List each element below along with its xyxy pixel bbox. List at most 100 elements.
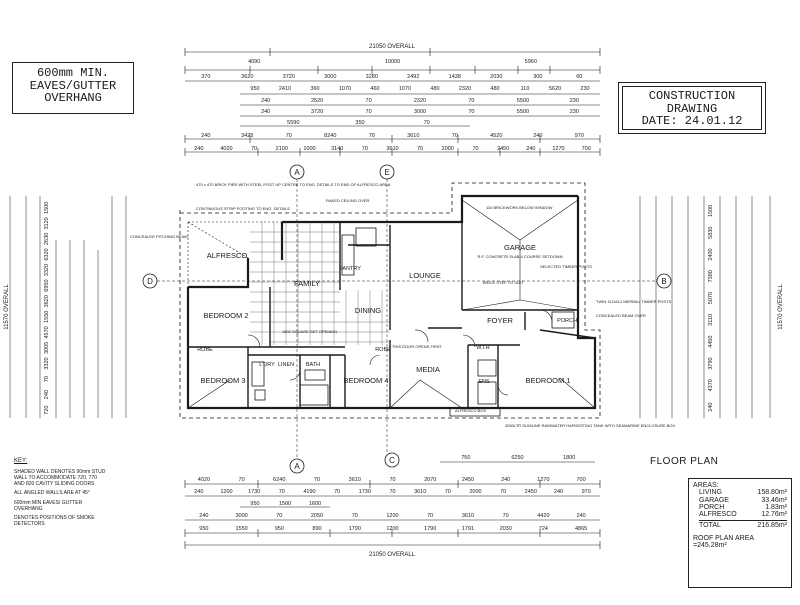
dimension-top-row8: 2450 xyxy=(497,146,509,152)
room-bedroom3: BEDROOM 3 xyxy=(200,376,245,385)
construction-drawing-stamp: CONSTRUCTION DRAWING DATE: 24.01.12 xyxy=(618,82,766,134)
dimension-right-cols: 3790 xyxy=(708,357,714,369)
key-item: ALL ANGLED WALLS ARE AT 45° xyxy=(14,490,90,497)
dimension-bottom-row3: 1500 xyxy=(279,501,291,507)
dimension-top-row5: 5500 xyxy=(517,109,529,115)
dimension-top-row3: 1070 xyxy=(399,86,411,92)
dimension-bottom-row2: 240 xyxy=(554,489,563,495)
dimension-bottom-row4: 4420 xyxy=(537,513,549,519)
dimension-bottom-row2: 1200 xyxy=(220,489,232,495)
dimension-top-row2: 300 xyxy=(533,74,542,80)
dimension-left-cols: 3320 xyxy=(44,357,50,369)
selected-timber-note: SELECTED TIMBER POSTS xyxy=(540,264,592,269)
dimension-bottom-row1: 240 xyxy=(501,477,510,483)
area-value: 158.80m² xyxy=(757,489,787,497)
dimension-right-cols: 5070 xyxy=(708,292,714,304)
dimension-top-row2: 3280 xyxy=(366,74,378,80)
room-media: MEDIA xyxy=(416,365,440,374)
area-label: PORCH xyxy=(699,504,725,512)
dimension-top-row5: 240 xyxy=(261,109,270,115)
dimension-top-row8: 70 xyxy=(251,146,257,152)
fixtures xyxy=(251,227,575,417)
dimension-left-cols: 6950 xyxy=(44,279,50,291)
dimension-top-row7: 70 xyxy=(452,133,458,139)
area-label: LIVING xyxy=(699,489,722,497)
dimension-left-cols: 70 xyxy=(44,376,50,382)
area-row-alfresco: ALFRESCO 12.76m² xyxy=(699,511,787,518)
dimension-bottom-row1: 3610 xyxy=(349,477,361,483)
dimension-bottom-row5: 4865 xyxy=(575,526,587,532)
left-dimension-lines xyxy=(9,196,127,418)
grid-lines xyxy=(157,179,657,459)
dimension-top-row7: 970 xyxy=(575,133,584,139)
room-family: FAMILY xyxy=(294,279,320,288)
room-robe-2: ROBE xyxy=(375,347,391,353)
dimension-top-row5: 3000 xyxy=(414,109,426,115)
strip-footing-note: CONTINUOUS STRIP FOOTING TO ENG. DETAILS xyxy=(196,206,290,211)
dimension-top-row8: 240 xyxy=(526,146,535,152)
dimension-right-cols: 4370 xyxy=(708,379,714,391)
floor-plan-title: FLOOR PLAN xyxy=(650,456,719,467)
room-bath: BATH xyxy=(306,362,320,368)
dimension-left-cols: 1500 xyxy=(44,202,50,214)
dimension-top-row7: 70 xyxy=(369,133,375,139)
dimension-top-row8: 2100 xyxy=(276,146,288,152)
dimension-top-row4: 230 xyxy=(570,98,579,104)
dimension-top-row4: 70 xyxy=(468,98,474,104)
dimension-bottom-row5: 950 xyxy=(275,526,284,532)
dimension-bottom-row2: 1730 xyxy=(359,489,371,495)
dimension-bottom-row4: 3610 xyxy=(462,513,474,519)
dimension-top-row8: 70 xyxy=(362,146,368,152)
area-value: 1.83m² xyxy=(765,504,787,512)
room-porch: PORCH xyxy=(557,318,577,324)
dimension-top-row2: 3720 xyxy=(283,74,295,80)
room-ens: ENS xyxy=(478,379,490,385)
marker-b-right: B xyxy=(661,277,666,286)
tile-grid xyxy=(250,222,390,345)
roof-plan-area-label: ROOF PLAN AREA xyxy=(693,535,755,543)
dimension-left-cols: 3120 xyxy=(44,217,50,229)
dimension-top-row7: 240 xyxy=(201,133,210,139)
dimension-bottom-row5: 1200 xyxy=(386,526,398,532)
dimension-top-row4: 70 xyxy=(366,98,372,104)
eaves-line-1: 600mm MIN. xyxy=(36,66,109,80)
dimension-left-cols: 240 xyxy=(44,390,50,399)
this-door-note: THIS DOOR OPENS FIRST xyxy=(392,344,443,349)
dimension-top-row5: 70 xyxy=(468,109,474,115)
dimension-top-row5: 230 xyxy=(570,109,579,115)
dimension-bottom-row5: 724 xyxy=(539,526,548,532)
dimension-top-row4: 2320 xyxy=(414,98,426,104)
dimension-bottom-row2: 1730 xyxy=(248,489,260,495)
roof-plan-area-value: =245.28m² xyxy=(693,542,727,550)
dimension-top-row7: 240 xyxy=(533,133,542,139)
dimension-top-row3: 480 xyxy=(430,86,439,92)
room-pantry: PANTRY xyxy=(339,266,361,272)
area-row-porch: PORCH 1.83m² xyxy=(699,504,787,511)
dimension-bottom-row2: 70 xyxy=(334,489,340,495)
dimension-top-row3: 1070 xyxy=(339,86,351,92)
dimension-bottom-row5: 1550 xyxy=(235,526,247,532)
dimension-top-row8: 240 xyxy=(194,146,203,152)
dimension-top-row8: 3140 xyxy=(331,146,343,152)
area-label: GARAGE xyxy=(699,496,729,504)
area-label: TOTAL xyxy=(699,521,721,529)
dimension-bottom-center: 6250 xyxy=(511,455,523,461)
dimension-top-row4: 5500 xyxy=(517,98,529,104)
dimension-top-row7: 8240 xyxy=(324,133,336,139)
dimension-top-row4: 240 xyxy=(261,98,270,104)
dimension-top-row6: 350 xyxy=(355,120,364,126)
room-ldry: L'DRY xyxy=(259,362,275,368)
left-overall-dimension: 11570 OVERALL xyxy=(4,284,10,330)
dimension-top-row5: 70 xyxy=(366,109,372,115)
dimension-top-row1: 4090 xyxy=(248,59,260,65)
construction-line-3: DATE: 24.01.12 xyxy=(641,114,743,129)
dimension-bottom-center: 750 xyxy=(461,455,470,461)
top-overall-dimension: 21050 OVERALL xyxy=(369,44,416,50)
dimension-bottom-row5: 1791 xyxy=(462,526,474,532)
internal-walls xyxy=(188,222,596,408)
twin-posts-note: TWIN 112x112 MERBAU TIMBER POSTS xyxy=(596,299,671,304)
dimension-bottom-row4: 70 xyxy=(427,513,433,519)
dimension-bottom-row5: 1790 xyxy=(349,526,361,532)
dimension-right-cols: 7380 xyxy=(708,270,714,282)
dimension-bottom-row2: 240 xyxy=(194,489,203,495)
